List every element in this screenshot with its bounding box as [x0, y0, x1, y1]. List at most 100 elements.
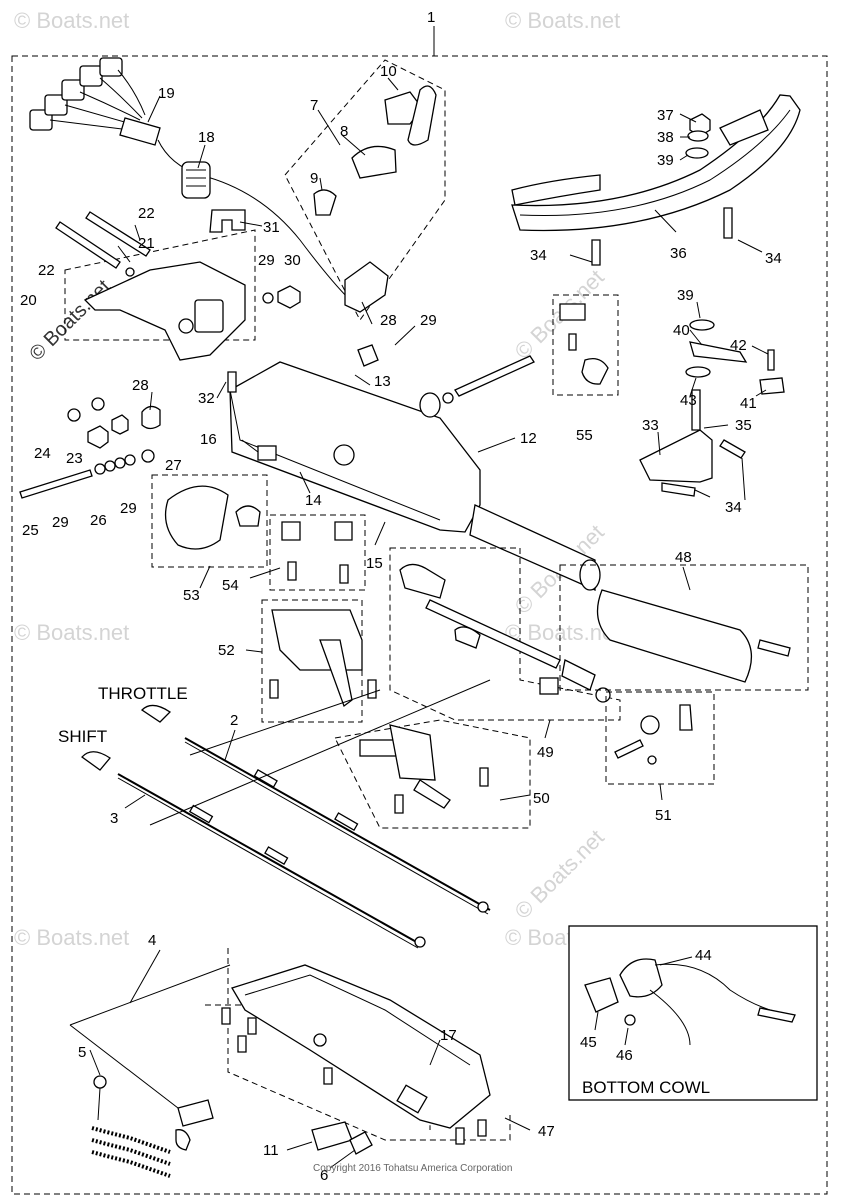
nut — [647, 755, 657, 765]
callout-51: 51 — [655, 807, 672, 824]
bushing — [419, 392, 441, 418]
washer — [685, 147, 709, 159]
callout-35: 35 — [735, 417, 752, 434]
callout-36: 36 — [670, 245, 687, 262]
screw — [455, 1127, 465, 1145]
throttle-grip-knob — [164, 485, 229, 550]
leader-line — [149, 679, 491, 826]
callout-28: 28 — [380, 312, 397, 329]
sensor — [581, 357, 609, 385]
screw — [323, 1067, 333, 1085]
group-48-boundary — [559, 564, 809, 691]
bracket — [281, 521, 301, 541]
callout-labels: 1 2 3 4 5 6 7 8 9 10 11 12 13 14 15 16 1… — [20, 9, 782, 1184]
screw — [339, 564, 349, 584]
bolt — [454, 355, 535, 397]
throttle-cam — [271, 609, 363, 671]
washer — [689, 319, 715, 331]
shift-cable — [81, 751, 426, 949]
callout-37: 37 — [657, 107, 674, 124]
washer — [687, 130, 709, 142]
washer — [262, 292, 274, 304]
callout-29: 29 — [258, 252, 275, 269]
callout-27: 27 — [165, 457, 182, 474]
washer — [442, 392, 454, 404]
bottom-cowl-switch — [584, 958, 796, 1046]
callout-34: 34 — [530, 247, 547, 264]
screw — [477, 1119, 487, 1137]
callout-6: 6 — [320, 1167, 328, 1184]
callout-13: 13 — [374, 373, 391, 390]
watermark: © Boats.net — [14, 620, 129, 645]
group-49-boundary — [389, 547, 621, 721]
callout-33: 33 — [642, 417, 659, 434]
callout-49: 49 — [537, 744, 554, 761]
callout-26: 26 — [90, 512, 107, 529]
callout-8: 8 — [340, 123, 348, 140]
fitting — [679, 704, 693, 731]
callout-2: 2 — [230, 712, 238, 729]
callout-53: 53 — [183, 587, 200, 604]
watermark: © Boats.net — [510, 265, 609, 364]
grommet — [357, 344, 379, 367]
screw — [227, 371, 237, 393]
callout-11: 11 — [263, 1142, 279, 1159]
pivot-hardware — [19, 397, 161, 499]
callout-52: 52 — [218, 642, 235, 659]
tray-group-boundary — [227, 948, 511, 1141]
shift-caption: SHIFT — [58, 727, 107, 746]
screw — [568, 333, 577, 351]
bracket — [334, 521, 353, 541]
callout-18: 18 — [198, 129, 215, 146]
watermark: © Boats.net — [25, 275, 115, 365]
callout-10: 10 — [380, 63, 397, 80]
watermark: © Boats.net — [505, 8, 620, 33]
callout-50: 50 — [533, 790, 550, 807]
callout-12: 12 — [520, 430, 537, 447]
screw — [367, 679, 377, 699]
bottom-cowl-caption: BOTTOM COWL — [582, 1078, 710, 1097]
callout-39: 39 — [657, 152, 674, 169]
callout-38: 38 — [657, 129, 674, 146]
mount-bracket — [83, 261, 246, 361]
leader-line — [189, 689, 381, 756]
bracket — [559, 303, 586, 321]
screw — [237, 1035, 247, 1053]
throttle-grip — [596, 589, 752, 683]
screw — [723, 207, 733, 239]
fitting — [640, 715, 660, 735]
callout-19: 19 — [158, 85, 175, 102]
screw — [247, 1017, 257, 1035]
assembly-boundary — [11, 55, 828, 1195]
callout-47: 47 — [538, 1123, 555, 1140]
callout-34: 34 — [725, 499, 742, 516]
group-50-boundary — [334, 719, 531, 829]
callout-39: 39 — [677, 287, 694, 304]
copyright-notice: Copyright 2016 Tohatsu America Corporati… — [313, 1163, 512, 1174]
callout-14: 14 — [305, 492, 322, 509]
callout-29: 29 — [420, 312, 437, 329]
screw — [767, 349, 775, 371]
watermark: © Boats.net — [14, 925, 129, 950]
bracket — [639, 429, 713, 483]
callout-29: 29 — [120, 500, 137, 517]
callout-30: 30 — [284, 252, 301, 269]
lever-plate — [689, 341, 748, 363]
callout-55: 55 — [576, 427, 593, 444]
callout-21: 21 — [138, 235, 155, 252]
grommet — [181, 161, 211, 199]
shift-lever-assembly — [359, 724, 489, 814]
callout-20: 20 — [20, 292, 37, 309]
switch-clip — [349, 1131, 373, 1155]
screw — [269, 679, 279, 699]
tiller-handle-body — [229, 361, 601, 591]
group-54-boundary — [269, 514, 366, 591]
emergency-stop-lanyard — [91, 1075, 214, 1178]
callout-5: 5 — [78, 1044, 86, 1061]
callout-54: 54 — [222, 577, 239, 594]
screw — [221, 1007, 231, 1025]
friction-plate-arm — [511, 94, 801, 232]
callout-1: 1 — [427, 9, 435, 26]
callout-31: 31 — [263, 219, 280, 236]
